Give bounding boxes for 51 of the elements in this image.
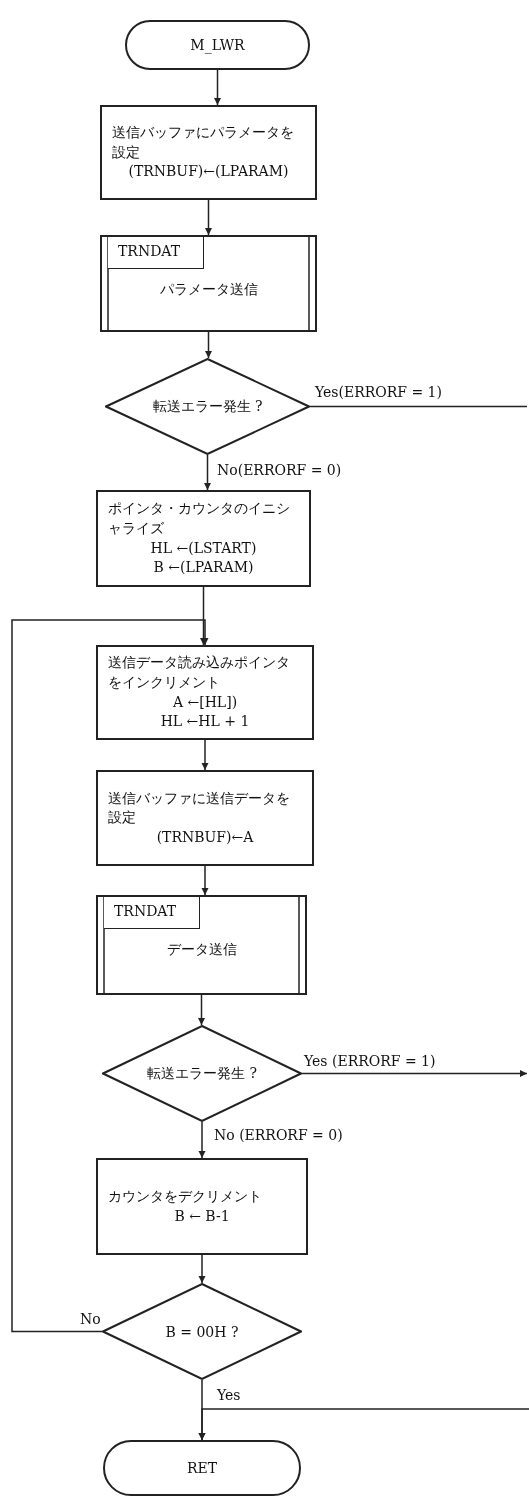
arrow (201, 739, 209, 771)
process-text: 送信バッファにパラメータを設定 (112, 123, 295, 162)
process-box (100, 105, 317, 200)
assignment-text: B ← B-1 (173, 1206, 231, 1226)
process-text: 送信バッファに送信データを設定 (108, 788, 291, 828)
terminal-shape (125, 20, 310, 70)
decision-text: 転送エラー発生 ? (147, 1064, 257, 1083)
assignment-text: HL ←(LSTART) (149, 538, 258, 558)
subroutine-box (100, 235, 317, 332)
subroutine-name: TRNDAT (104, 897, 200, 929)
arrow (198, 1121, 206, 1159)
assignment-text: B ←(LPARAM) (152, 558, 255, 578)
subroutine-name: TRNDAT (108, 237, 204, 269)
assignment-text: HL ←HL + 1 (159, 712, 251, 732)
terminal-text: RET (186, 1460, 218, 1476)
process-text: カウンタをデクリメント (108, 1186, 263, 1206)
process-text: データ送信 (165, 941, 238, 959)
connector-line (309, 405, 528, 408)
process-box (96, 490, 311, 587)
arrow (201, 865, 209, 896)
process-text: ポインタ・カウンタのイニシャライズ (108, 499, 291, 538)
process-box (96, 1158, 308, 1255)
assignment-text: (TRNBUF)←A (155, 827, 255, 847)
edge-label: No(ERRORF = 0) (215, 463, 344, 479)
decision-diamond (102, 1283, 302, 1380)
decision-diamond (102, 1025, 302, 1122)
process-box (96, 645, 314, 740)
subroutine-box (96, 895, 307, 995)
arrow (198, 1254, 206, 1284)
arrow (11, 619, 209, 1333)
terminal-text: M_LWR (190, 37, 245, 53)
arrow (214, 69, 221, 106)
arrow (198, 994, 205, 1026)
process-text: パラメータ送信 (158, 281, 259, 299)
edge-label: Yes (ERRORF = 1) (302, 1054, 438, 1070)
edge-label: No (ERRORF = 0) (212, 1128, 345, 1144)
decision-diamond (105, 358, 310, 455)
arrow (205, 331, 212, 359)
arrow (204, 454, 211, 491)
process-box (96, 770, 314, 866)
decision-text: 転送エラー発生 ? (152, 397, 263, 416)
assignment-text: A ←[HL]) (171, 692, 239, 712)
assignment-text: (TRNBUF)←(LPARAM) (127, 162, 290, 182)
process-text: 送信データ読み込みポインタをインクリメント (108, 653, 291, 692)
arrow (301, 1070, 528, 1077)
edge-label: Yes(ERRORF = 1) (313, 385, 444, 401)
arrow (205, 199, 212, 236)
arrow (198, 1408, 529, 1441)
arrow (200, 586, 207, 646)
terminal-shape (103, 1440, 301, 1496)
decision-text: B = 00H ? (165, 1323, 239, 1340)
